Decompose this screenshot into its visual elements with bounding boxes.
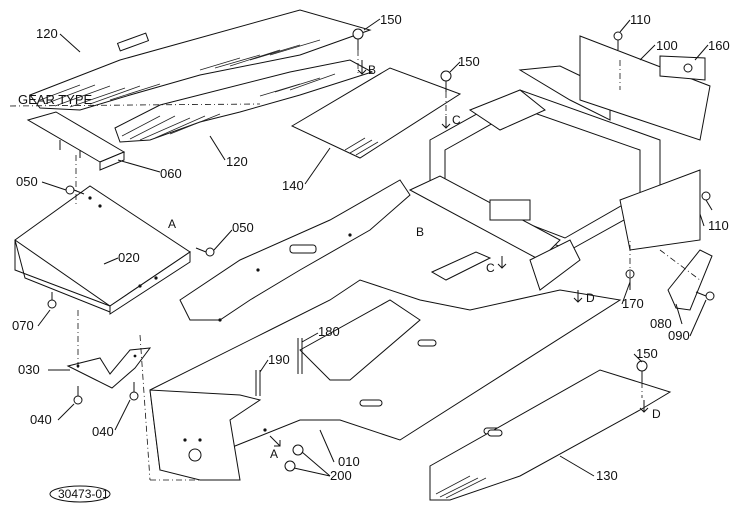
ref-mark-a-upper: A	[168, 217, 176, 231]
bracket-060	[26, 111, 126, 171]
ref-mark-d-lower: D	[652, 407, 661, 421]
bolt-150-c	[636, 360, 648, 382]
plate-100	[579, 35, 711, 141]
label-150-c: 150	[636, 346, 658, 361]
label-160: 160	[708, 38, 730, 53]
floor-panel-120-lower	[114, 59, 374, 143]
label-180: 180	[318, 324, 340, 339]
label-050-a: 050	[16, 174, 38, 189]
nut-200	[284, 444, 304, 472]
label-190: 190	[268, 352, 290, 367]
bolt-040-b	[129, 382, 139, 401]
label-040-a: 040	[30, 412, 52, 427]
label-120-lower: 120	[226, 154, 248, 169]
label-100: 100	[656, 38, 678, 53]
label-110-a: 110	[630, 12, 651, 27]
label-090: 090	[668, 328, 690, 343]
label-120-upper: 120	[36, 26, 58, 41]
bolt-150-a	[352, 28, 364, 50]
frame-010	[149, 179, 622, 481]
label-070: 070	[12, 318, 34, 333]
ref-mark-b-lower: B	[416, 225, 424, 239]
label-010: 010	[338, 454, 360, 469]
bolt-150-b	[440, 70, 452, 92]
plate-080	[667, 249, 713, 311]
ref-mark-d-upper: D	[586, 291, 595, 305]
bolt-110-a	[613, 31, 623, 50]
bolt-050-a	[65, 185, 85, 195]
bolt-090	[695, 291, 715, 301]
small-plate	[430, 251, 492, 281]
label-140: 140	[282, 178, 304, 193]
drawing-code: 30473-01	[58, 487, 109, 501]
bolt-050-b	[195, 247, 215, 257]
label-130: 130	[596, 468, 618, 483]
label-030: 030	[18, 362, 40, 377]
label-050-b: 050	[232, 220, 254, 235]
stud-190	[255, 370, 261, 396]
label-060: 060	[160, 166, 182, 181]
label-020: 020	[118, 250, 140, 265]
gear-type-label: GEAR TYPE	[18, 92, 93, 107]
bolt-070	[47, 292, 57, 309]
label-150-a: 150	[380, 12, 402, 27]
bolt-040-a	[73, 386, 83, 405]
ref-mark-a-lower: A	[270, 447, 278, 461]
cover-130	[429, 369, 672, 501]
label-200: 200	[330, 468, 352, 483]
stud-180	[297, 338, 303, 374]
clip-030	[66, 347, 152, 389]
ref-mark-c-upper: C	[452, 113, 461, 127]
bolt-110-b	[701, 191, 713, 211]
floor-plate-140	[290, 67, 462, 159]
label-110-b: 110	[708, 218, 729, 233]
bracket-020	[14, 185, 191, 315]
ref-mark-c-lower: C	[486, 261, 495, 275]
label-080: 080	[650, 316, 672, 331]
label-170: 170	[622, 296, 644, 311]
floor-panel-120-upper	[29, 9, 372, 111]
label-040-b: 040	[92, 424, 114, 439]
label-150-b: 150	[458, 54, 480, 69]
ref-mark-b-upper: B	[368, 63, 376, 77]
